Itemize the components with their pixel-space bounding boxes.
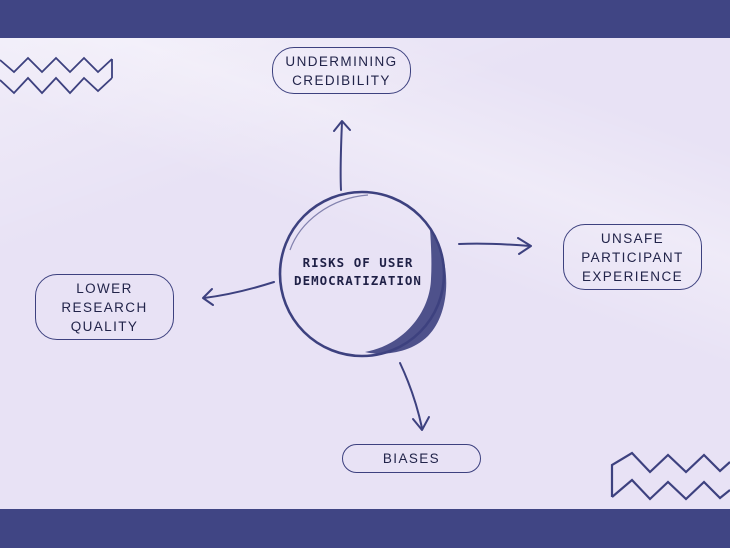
top-banner xyxy=(0,0,730,38)
node-undermining-credibility: UNDERMINING CREDIBILITY xyxy=(272,47,411,94)
node-biases: BIASES xyxy=(342,444,481,473)
zigzag-decoration-top-left xyxy=(0,56,113,95)
node-unsafe-participant-experience: UNSAFE PARTICIPANT EXPERIENCE xyxy=(563,224,702,290)
node-lower-research-quality: LOWER RESEARCH QUALITY xyxy=(35,274,174,340)
zigzag-decoration-bottom-right xyxy=(610,451,730,501)
arrow-left xyxy=(202,281,275,306)
arrow-right xyxy=(458,237,532,255)
center-topic-label: RISKS OF USER DEMOCRATIZATION xyxy=(294,255,422,288)
arrow-up xyxy=(333,120,351,191)
arrow-down xyxy=(399,362,430,431)
diagram-background xyxy=(0,38,730,509)
bottom-banner xyxy=(0,509,730,548)
center-circle xyxy=(278,190,447,358)
